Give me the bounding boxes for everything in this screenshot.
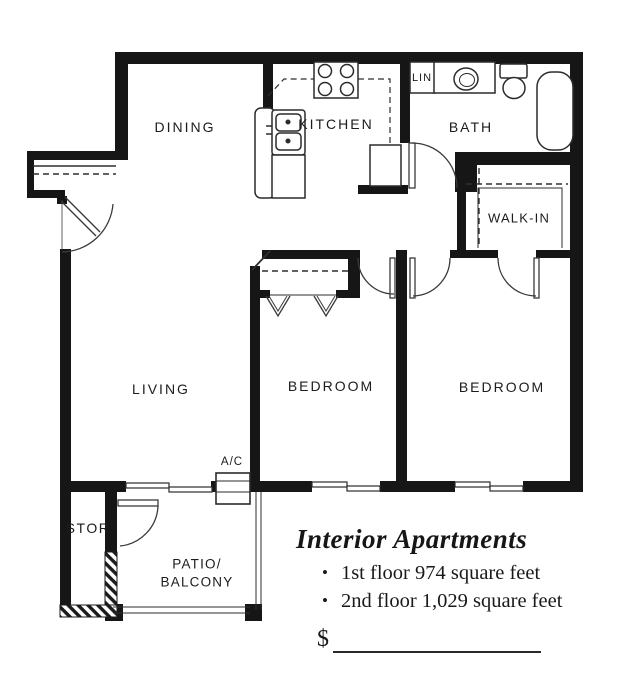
stove-burner-1: [317, 63, 333, 79]
linen-closet-box: [409, 61, 436, 94]
stove-burner-3: [317, 81, 333, 97]
bay-top-wall: [27, 151, 128, 160]
bedroom2-door-arc: [412, 257, 451, 297]
entry-door-arc: [61, 203, 114, 253]
walkin-closet-label: WALK-IN: [487, 210, 551, 226]
bedroom2-door-wall: [450, 250, 498, 258]
bedroom2-window-pane-1: [454, 481, 491, 488]
toilet-tank: [499, 63, 528, 79]
bedroom1-window-pane-2: [346, 485, 381, 492]
ac-label: A/C: [220, 456, 244, 468]
dining-label: DINING: [154, 119, 216, 135]
closet-right-stub: [336, 290, 360, 298]
kitchen-counter-right: [369, 144, 402, 187]
top-wall: [115, 52, 583, 64]
entry-door-leaf-b: [64, 196, 101, 233]
bath-door-arc: [411, 142, 458, 189]
closet-top-wall: [262, 250, 360, 259]
bedroom1-label: BEDROOM: [287, 378, 375, 394]
kitchen-bottom-wall: [358, 185, 408, 194]
stove-burner-2: [339, 63, 355, 79]
doors: [60, 142, 540, 547]
ac-unit-box: [215, 472, 251, 505]
living-bedroom-divider-wall: [250, 266, 260, 492]
toilet-bowl: [502, 76, 526, 100]
bath-door-leaf: [408, 142, 416, 189]
left-wall: [60, 249, 71, 608]
patio-label-line1: PATIO/: [172, 556, 222, 572]
patio-door-arc: [119, 505, 159, 547]
bedroom1-door-arc: [357, 257, 395, 295]
ac-unit: [215, 472, 251, 505]
bath-fixtures: [409, 61, 574, 151]
linen-closet-label: LIN: [411, 72, 433, 84]
walkin-left-wall: [457, 165, 466, 258]
living-label: LIVING: [132, 381, 190, 397]
patio-door-leaf: [117, 499, 159, 507]
dining-left-wall: [115, 52, 128, 160]
detail-lines: [33, 78, 568, 614]
walkin-door-wall: [536, 250, 583, 258]
closet-right-wall: [348, 250, 360, 298]
sink-drain-1: [285, 119, 291, 125]
kitchen-label: KITCHEN: [298, 116, 374, 132]
vanity-sink-inner: [459, 73, 475, 87]
bedroom2-window-pane-2: [489, 485, 524, 492]
kitchen-counter-left: [271, 154, 306, 199]
storage-right-wall-hatched: [104, 551, 118, 609]
bedroom-divider-wall: [396, 250, 407, 492]
bedroom1-door-leaf: [389, 257, 396, 299]
bathtub: [536, 71, 574, 151]
walkin-shelf-outline: [477, 187, 563, 248]
closet-left-stub: [252, 290, 270, 298]
patio-post-right: [245, 604, 262, 621]
bedroom1-window-pane-1: [311, 481, 348, 488]
bay-bottom-wall: [27, 190, 65, 198]
kitchen-fixtures: [254, 61, 402, 199]
walkin-door-arc: [497, 257, 537, 297]
bay-left-wall: [27, 151, 34, 198]
living-bottom-wall-b: [211, 481, 312, 492]
bedroom-bottom-wall-b: [523, 481, 583, 492]
kitchen-left-wall: [263, 52, 273, 110]
closet-bifold-right: [313, 295, 339, 318]
closet-bifold-left: [265, 295, 291, 318]
patio-label-line2: BALCONY: [160, 574, 234, 589]
patio-slider-pane-2: [168, 486, 213, 493]
bedroom2-label: BEDROOM: [458, 379, 546, 395]
living-bottom-wall-a: [60, 481, 126, 492]
stove-burner-4: [339, 81, 355, 97]
patio-slider-pane-1: [125, 482, 170, 489]
storage-label: STOR: [65, 520, 111, 536]
bedroom-bottom-wall-a: [380, 481, 455, 492]
bath-label: BATH: [448, 119, 494, 135]
stove-burners: [317, 63, 355, 97]
closet-bifold-left-inner: [268, 295, 288, 312]
storage-bottom-wall-hatched: [59, 604, 118, 618]
storage-right-wall: [105, 492, 117, 554]
kitchen-bath-wall: [400, 52, 410, 143]
kitchen-cabinet-dashed-left: [267, 78, 314, 97]
closet-bifold-right-inner: [316, 295, 336, 312]
walls: [27, 52, 583, 621]
bedroom2-door-leaf: [409, 257, 416, 299]
entry-door-leaf-a: [60, 200, 97, 237]
closet-corner-chamfer: [251, 250, 271, 271]
sink-drain-2: [285, 138, 291, 144]
windows: [125, 481, 524, 493]
bath-bottom-wall: [455, 152, 583, 165]
patio-label: PATIO/ BALCONY: [161, 555, 234, 590]
kitchen-cabinet-dashed-right: [358, 78, 391, 144]
walkin-door-leaf: [533, 257, 540, 299]
